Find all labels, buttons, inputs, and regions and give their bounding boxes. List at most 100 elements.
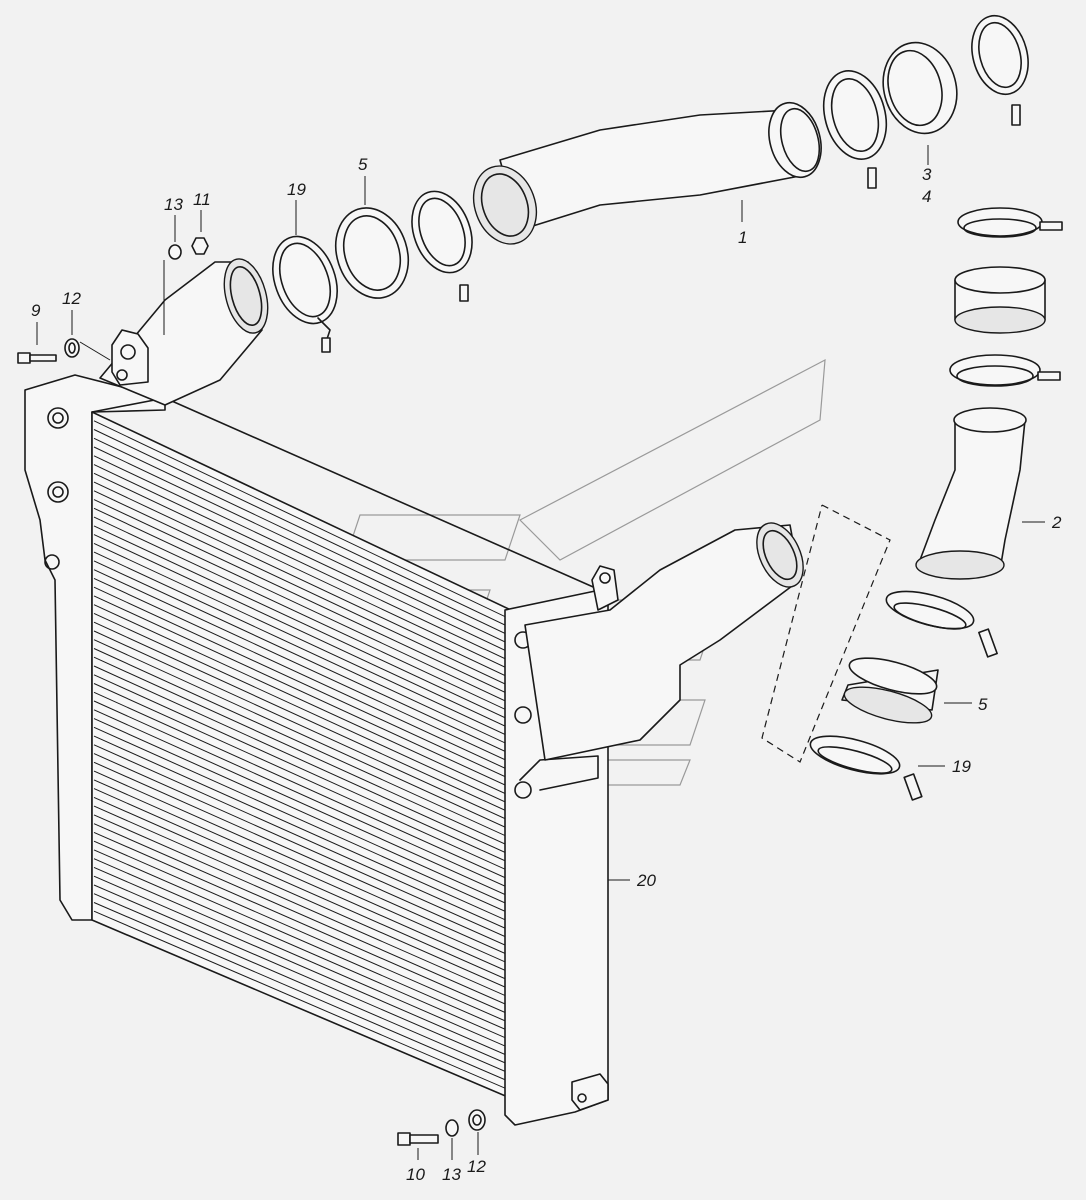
- core-fin: [93, 761, 514, 950]
- core-fin: [93, 534, 514, 731]
- core-fin: [93, 744, 514, 933]
- core-fin: [93, 726, 514, 916]
- callout-5-lower: 5: [978, 695, 988, 714]
- core-fin: [93, 893, 514, 1076]
- sleeve-right-1: [954, 266, 1046, 334]
- charge-air-pipe-upper: [472, 101, 822, 245]
- callout-2: 2: [1051, 513, 1062, 532]
- callout-12-lower: 12: [467, 1157, 486, 1176]
- core-fin: [93, 770, 514, 958]
- core-fin: [93, 507, 514, 706]
- core-fin: [93, 612, 514, 806]
- core-fin: [93, 788, 514, 975]
- leader-lines: [36, 145, 1045, 1160]
- hose-clamp-right-4: [809, 735, 923, 801]
- core-fin: [93, 665, 514, 857]
- bolt-upper-left: [17, 352, 57, 364]
- core-fin: [93, 875, 514, 1059]
- core-fin: [93, 902, 514, 1084]
- core-fin: [93, 630, 514, 823]
- callout-10: 10: [406, 1165, 425, 1184]
- core-fin: [93, 849, 514, 1034]
- core-fin: [93, 805, 514, 992]
- callout-5-upper: 5: [358, 155, 368, 174]
- core-fin: [93, 796, 514, 983]
- core-fin: [93, 814, 514, 1000]
- core-fin: [93, 735, 514, 924]
- sleeve-right-2: [841, 657, 939, 724]
- core-fin: [93, 779, 514, 966]
- washer-spring-lower: [445, 1119, 459, 1137]
- washer-lower: [468, 1109, 486, 1131]
- left-outlet-pipe: [99, 258, 269, 406]
- sleeve-upper-left: [335, 207, 409, 299]
- core-fin: [93, 516, 514, 714]
- core-fin: [93, 542, 514, 739]
- washer-spring-upper: [168, 244, 182, 260]
- core-fin: [93, 595, 514, 790]
- core-fin: [93, 823, 514, 1008]
- intercooler-core: [24, 374, 630, 1126]
- core-fin: [93, 490, 514, 689]
- callout-20: 20: [636, 871, 656, 890]
- callout-13-upper: 13: [164, 195, 183, 214]
- washer-upper-left: [64, 338, 80, 358]
- callout-9: 9: [31, 301, 41, 320]
- core-fin: [93, 858, 514, 1042]
- core-fin: [93, 420, 514, 621]
- core-fin: [93, 656, 514, 849]
- hose-clamp-upper-right: [822, 70, 888, 189]
- callout-12-upper: 12: [62, 289, 81, 308]
- sleeve-upper-right: [882, 41, 958, 135]
- core-fin: [93, 866, 514, 1050]
- core-fin: [93, 674, 514, 865]
- hose-clamp-upper-mid: [411, 190, 473, 302]
- core-fin: [93, 910, 514, 1093]
- core-fin: [93, 525, 514, 722]
- hose-clamp-top-end: [971, 14, 1029, 126]
- bolt-lower: [397, 1132, 439, 1146]
- core-fin: [93, 560, 514, 756]
- core-fin: [93, 718, 514, 907]
- core-fin: [93, 639, 514, 832]
- hose-clamp-upper-left: [272, 235, 338, 353]
- callout-19-lower: 19: [952, 757, 971, 776]
- core-fin: [93, 455, 514, 655]
- core-fin: [93, 577, 514, 773]
- callout-3: 3: [922, 165, 932, 184]
- callout-13-lower: 13: [442, 1165, 461, 1184]
- core-fin: [93, 648, 514, 840]
- core-fin: [93, 429, 514, 630]
- callout-1: 1: [738, 228, 747, 247]
- core-fin: [93, 472, 514, 672]
- right-inlet-pipe: [524, 522, 804, 761]
- core-fin: [93, 604, 514, 798]
- hose-clamp-right-2: [949, 354, 1061, 387]
- core-fin: [93, 481, 514, 680]
- core-fin: [93, 621, 514, 815]
- dashed-group-outline: [761, 504, 891, 763]
- callout-11: 11: [193, 190, 211, 209]
- nut-upper: [191, 237, 209, 255]
- core-fin: [93, 437, 514, 638]
- core-fin: [93, 753, 514, 941]
- core-fin: [93, 884, 514, 1067]
- core-fin: [93, 446, 514, 647]
- core-fin: [93, 840, 514, 1025]
- hose-clamp-right-3: [885, 590, 998, 658]
- core-fin: [93, 499, 514, 697]
- core-fin: [93, 700, 514, 891]
- callout-4: 4: [922, 187, 931, 206]
- core-fin: [93, 586, 514, 781]
- core-fin: [93, 691, 514, 882]
- charge-air-pipe-elbow: [915, 407, 1027, 580]
- core-fin: [93, 683, 514, 874]
- core-fin: [93, 709, 514, 899]
- core-fin: [93, 831, 514, 1017]
- hose-clamp-right-1: [957, 207, 1063, 238]
- core-fin: [93, 464, 514, 663]
- core-fin: [93, 551, 514, 748]
- callout-19-upper: 19: [287, 180, 306, 199]
